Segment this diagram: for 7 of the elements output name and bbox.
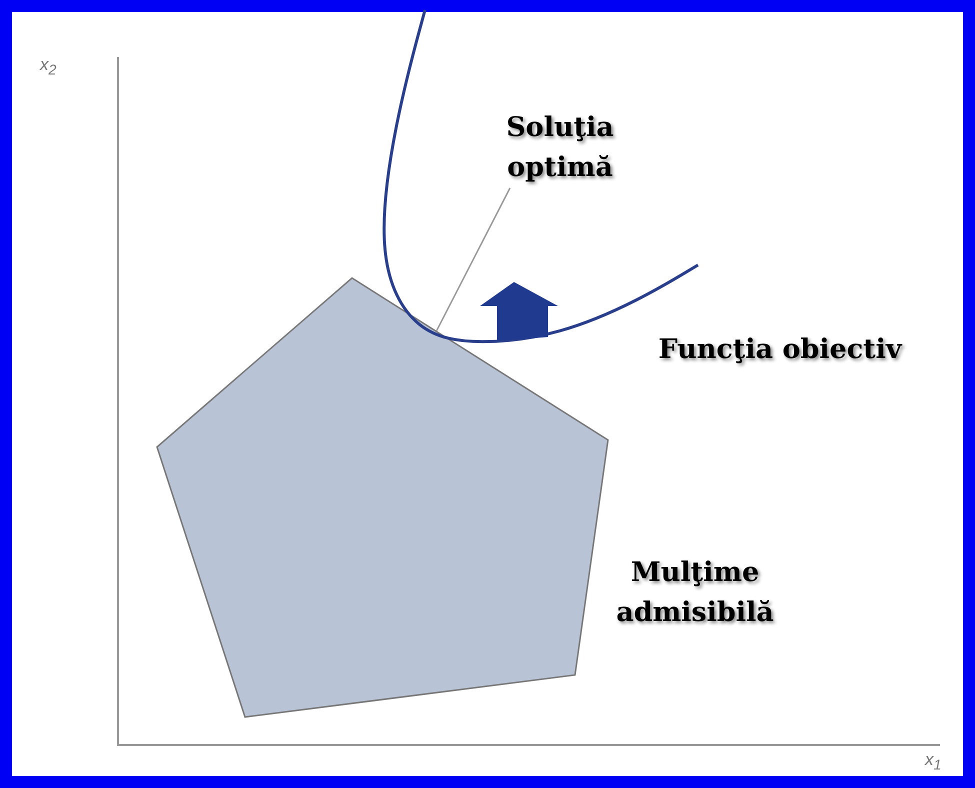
feasible-region <box>156 277 609 718</box>
annotation-text: Mulţime admisibilă <box>615 556 775 630</box>
axis-label: x$_{1}$ <box>925 750 942 774</box>
annotation-text: Funcţia obiectiv <box>657 333 904 367</box>
axis-label: x$_{2}$ <box>40 55 58 78</box>
annotation-text: Soluţia optimă <box>460 108 660 188</box>
leader-line <box>436 188 511 332</box>
